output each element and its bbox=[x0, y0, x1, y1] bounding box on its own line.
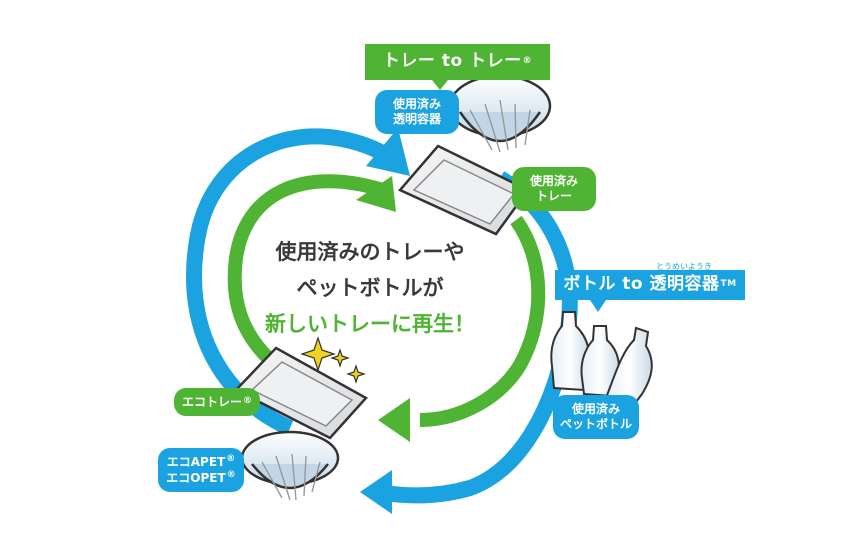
label-used-clear-line1: 使用済み bbox=[392, 97, 441, 111]
used-clear-container-illustration bbox=[448, 74, 552, 153]
sparkle-icon bbox=[300, 336, 366, 384]
green-cycle-arrow bbox=[227, 174, 546, 427]
label-used-tray-line1: 使用済み bbox=[529, 174, 578, 188]
banner-tray-text: トレー to トレー bbox=[382, 51, 522, 72]
label-used-tray: 使用済み トレー bbox=[512, 167, 596, 211]
pet-bottles-illustration bbox=[550, 311, 653, 412]
label-used-tray-line2: トレー bbox=[535, 189, 572, 203]
green-arrowhead-top bbox=[356, 176, 396, 212]
label-eco-apet-mark2: ® bbox=[226, 470, 236, 480]
center-text-line3: 新しいトレーに再生！ bbox=[265, 312, 475, 336]
label-used-pet-line1: 使用済み bbox=[571, 402, 620, 416]
banner-tray-to-tray: トレー to トレー® bbox=[365, 44, 550, 80]
green-arrowhead-bottom bbox=[378, 398, 410, 442]
label-eco-apet-mark1: ® bbox=[226, 454, 236, 464]
label-eco-tray-text: エコトレー bbox=[181, 394, 242, 409]
label-eco-tray-mark: ® bbox=[243, 396, 252, 407]
label-eco-tray: エコトレー® bbox=[174, 388, 260, 416]
label-used-clear-line2: 透明容器 bbox=[392, 112, 441, 126]
label-eco-apet-line2: エコOPET bbox=[166, 471, 226, 485]
banner-bottle-mark: TM bbox=[720, 279, 737, 290]
banner-tray-mark: ® bbox=[522, 56, 533, 67]
banner-bottle-tail bbox=[590, 300, 606, 312]
eco-apet-container-illustration bbox=[240, 430, 340, 501]
center-text-line1: 使用済みのトレーや bbox=[275, 240, 465, 264]
banner-bottle-text: ボトル to 透明容器 bbox=[563, 274, 720, 295]
center-text-line2: ペットボトルが bbox=[296, 276, 444, 300]
eco-tray-illustration bbox=[233, 346, 368, 440]
label-used-pet-bottle: 使用済み ペットボトル bbox=[553, 395, 639, 439]
label-used-pet-line2: ペットボトル bbox=[559, 417, 632, 431]
label-used-clear-container: 使用済み 透明容器 bbox=[375, 90, 459, 134]
banner-tray-tail bbox=[432, 80, 448, 90]
label-eco-apet-line1: エコAPET bbox=[166, 455, 226, 469]
used-tray-illustration bbox=[397, 144, 530, 236]
banner-bottle-ruby: とうめいようき bbox=[656, 262, 712, 271]
label-eco-apet-opet: エコAPET® エコOPET® bbox=[158, 448, 244, 492]
blue-arrowhead-top bbox=[366, 128, 410, 176]
blue-arrowhead-bottom bbox=[360, 470, 392, 514]
